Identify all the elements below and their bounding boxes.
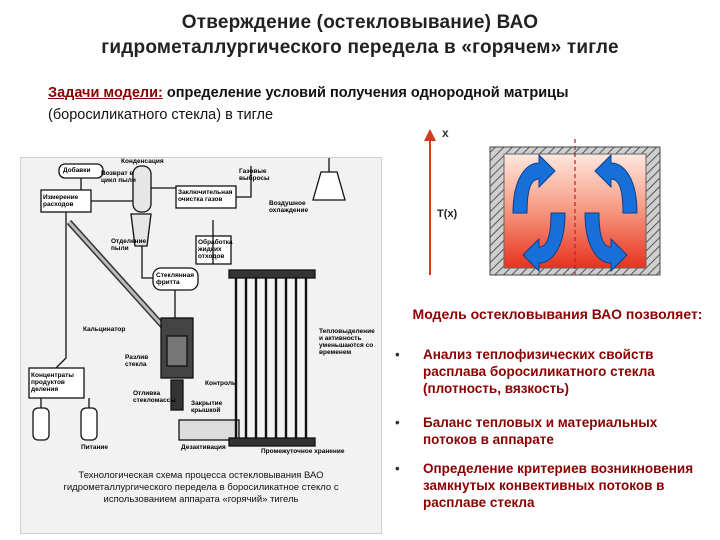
label-koncentraty: Концентраты продуктов деления bbox=[31, 372, 74, 393]
bullet-marker: • bbox=[395, 415, 400, 430]
label-dezaktiv: Дезактивация bbox=[181, 444, 226, 451]
label-promezh: Промежуточное хранение bbox=[261, 448, 345, 455]
title-line-2: гидрометаллургического передела в «горяч… bbox=[101, 37, 619, 58]
convection-cell-right bbox=[584, 153, 638, 273]
crucible-convection-diagram: x T(x) bbox=[424, 126, 661, 276]
title-line-1: Отверждение (остекловывание) ВАО bbox=[181, 12, 539, 33]
process-schema: Добавки Конденсация Возврат в цикл пыли … bbox=[20, 157, 382, 534]
label-kalcinator: Кальцинатор bbox=[83, 326, 126, 333]
label-steklo-fritta: Стеклянная фритта bbox=[156, 272, 195, 286]
label-zakrytie: Закрытие крышкой bbox=[191, 400, 223, 414]
label-zaklyuch: Заключительная очистка газов bbox=[178, 189, 233, 203]
bullet-marker: • bbox=[395, 461, 400, 476]
label-pitanie: Питание bbox=[81, 444, 109, 451]
temperature-label: T(x) bbox=[437, 208, 458, 220]
process-schema-drawing bbox=[28, 158, 346, 447]
bullet-text: Определение критериев возникновения замк… bbox=[423, 461, 694, 510]
label-ostavka: Отливка стекломассы bbox=[133, 390, 176, 404]
label-kontrol: Контроль bbox=[205, 380, 236, 387]
task-text-2: (боросиликатного стекла) в тигле bbox=[48, 107, 274, 123]
label-teplovydel: Тепловыделение и активность уменьшаются … bbox=[319, 328, 375, 356]
bullet-text: Баланс тепловых и материальных потоков в… bbox=[423, 415, 658, 447]
label-vozvrat: Возврат в цикл пыли bbox=[101, 170, 136, 184]
task-statement: Задачи модели: определение условий получ… bbox=[48, 82, 698, 126]
label-kondensat: Конденсация bbox=[121, 158, 164, 165]
label-izmerenie: Измерение расходов bbox=[43, 194, 79, 208]
bullet-marker: • bbox=[395, 347, 400, 362]
x-axis-label: x bbox=[442, 126, 449, 140]
schema-caption: Технологическая схема процесса остекловы… bbox=[63, 470, 339, 505]
bullet-text: Анализ теплофизических свойств расплава … bbox=[423, 347, 655, 396]
label-obrabotka: Обработка жидких отходов bbox=[198, 239, 233, 260]
x-axis-arrowhead bbox=[424, 129, 436, 141]
label-gazovye: Газовые выбросы bbox=[239, 168, 270, 182]
slide-title: Отверждение (остекловывание) ВАО гидроме… bbox=[40, 10, 680, 60]
task-text-1: определение условий получения однородной… bbox=[162, 85, 569, 101]
label-razliv: Разлив стекла bbox=[125, 354, 149, 368]
label-dobavki: Добавки bbox=[63, 167, 91, 174]
label-vozdush: Воздушное охлаждение bbox=[269, 200, 309, 214]
model-heading: Модель остекловывания ВАО позволяет: bbox=[412, 306, 703, 322]
label-otdelenie: Отделение пыли bbox=[111, 238, 147, 252]
convection-cell-left bbox=[512, 153, 566, 273]
task-label: Задачи модели: bbox=[48, 85, 163, 101]
